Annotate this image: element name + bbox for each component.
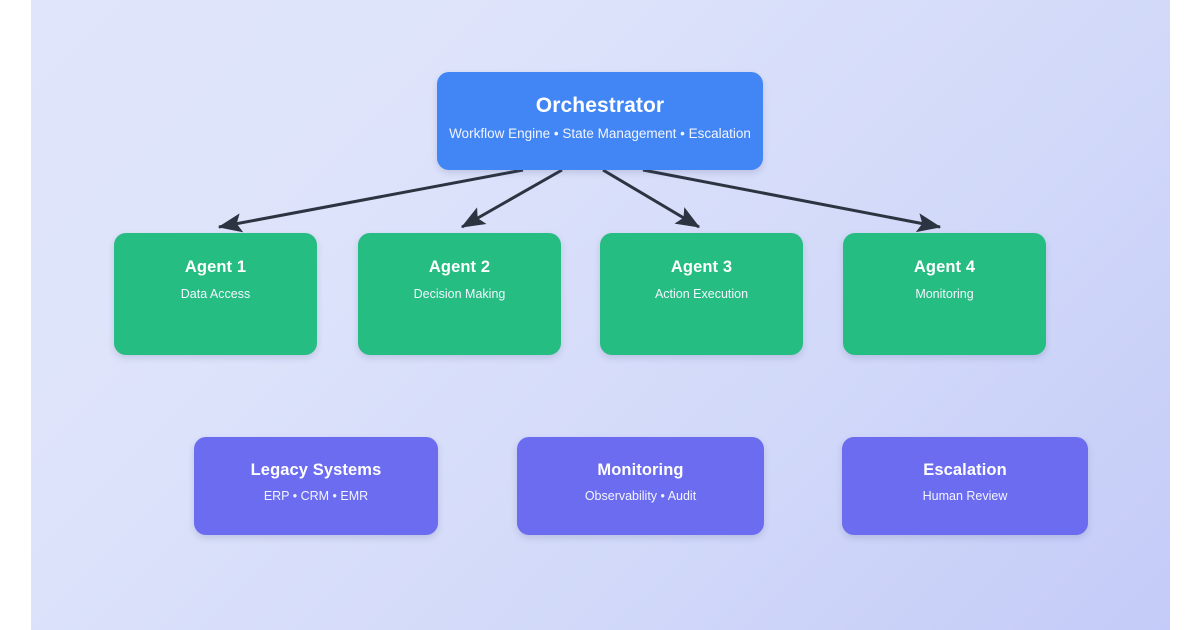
- node-agent-1-title: Agent 1: [184, 258, 247, 276]
- node-legacy-systems-title: Legacy Systems: [250, 461, 382, 479]
- node-agent-4-title: Agent 4: [913, 258, 976, 276]
- node-escalation-title: Escalation: [923, 461, 1007, 479]
- node-agent-2-subtitle: Decision Making: [413, 287, 506, 302]
- node-agent-4[interactable]: Agent 4 Monitoring: [843, 233, 1046, 355]
- node-agent-3-subtitle: Action Execution: [654, 287, 749, 302]
- node-legacy-systems[interactable]: Legacy Systems ERP • CRM • EMR: [194, 437, 438, 535]
- node-agent-1-subtitle: Data Access: [180, 287, 251, 302]
- node-agent-3[interactable]: Agent 3 Action Execution: [600, 233, 803, 355]
- node-orchestrator-subtitle: Workflow Engine • State Management • Esc…: [449, 126, 751, 142]
- node-agent-2[interactable]: Agent 2 Decision Making: [358, 233, 561, 355]
- node-agent-1[interactable]: Agent 1 Data Access: [114, 233, 317, 355]
- node-escalation-subtitle: Human Review: [922, 489, 1008, 504]
- node-orchestrator-title: Orchestrator: [535, 94, 665, 117]
- node-agent-4-subtitle: Monitoring: [915, 287, 974, 302]
- node-orchestrator[interactable]: Orchestrator Workflow Engine • State Man…: [437, 72, 763, 170]
- node-monitoring-subtitle: Observability • Audit: [584, 489, 697, 504]
- node-agent-2-title: Agent 2: [428, 258, 491, 276]
- node-monitoring[interactable]: Monitoring Observability • Audit: [517, 437, 764, 535]
- node-monitoring-title: Monitoring: [597, 461, 684, 479]
- node-agent-3-title: Agent 3: [670, 258, 733, 276]
- node-escalation[interactable]: Escalation Human Review: [842, 437, 1088, 535]
- node-legacy-systems-subtitle: ERP • CRM • EMR: [263, 489, 369, 504]
